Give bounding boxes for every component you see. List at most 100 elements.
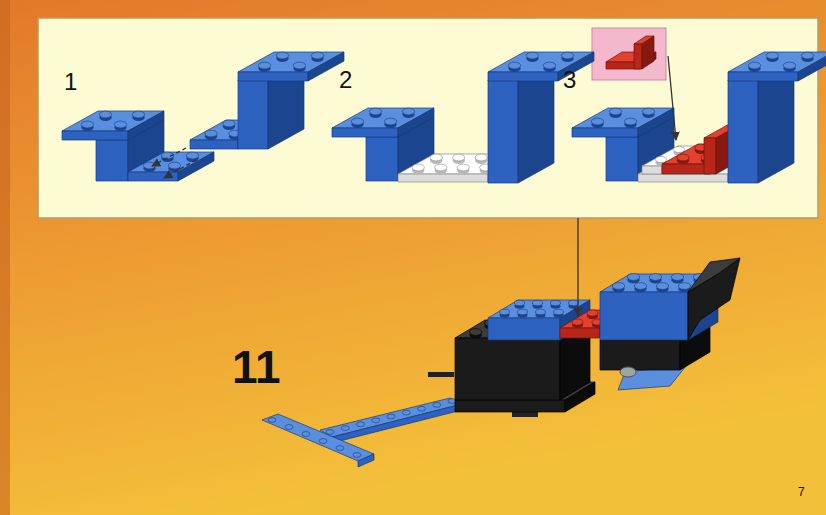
stud [526, 52, 538, 59]
stud [748, 62, 760, 69]
stud [572, 319, 583, 325]
stud [302, 432, 310, 437]
stud [132, 111, 144, 118]
stud [656, 283, 668, 290]
stud [186, 152, 198, 159]
brick-face [238, 80, 268, 149]
stud [402, 108, 414, 115]
brick-face [320, 398, 462, 437]
stud [561, 52, 573, 59]
step-number: 2 [339, 68, 352, 92]
stud [435, 164, 447, 171]
stud [205, 130, 217, 137]
stud [326, 430, 334, 435]
brick-face [728, 72, 798, 81]
stud [609, 108, 621, 115]
stud [387, 414, 395, 419]
brick-face [704, 138, 716, 174]
brick-face [308, 52, 344, 81]
brick-face [62, 131, 128, 140]
brick-face [560, 328, 600, 338]
stud [412, 164, 424, 171]
brick-face [606, 137, 638, 181]
stud [168, 162, 180, 169]
stud [475, 154, 487, 161]
axle-peg [512, 412, 538, 417]
page-number: 7 [798, 486, 805, 498]
stud [634, 283, 646, 290]
step-number: 1 [64, 70, 77, 94]
brick-face [238, 72, 308, 81]
stud [550, 300, 560, 306]
brick-face [688, 258, 740, 292]
stud [372, 418, 380, 423]
stud [276, 52, 288, 59]
stud [258, 62, 270, 69]
sub-assembly-panel [38, 18, 818, 218]
stud [624, 118, 636, 125]
stud [568, 300, 578, 306]
stud [514, 300, 524, 306]
step-number: 11 [232, 344, 281, 390]
brick-face [128, 111, 164, 140]
stud [587, 310, 598, 316]
brick-face [455, 338, 560, 400]
stud [508, 62, 520, 69]
stud [114, 121, 126, 128]
stud [543, 62, 555, 69]
stud [535, 309, 545, 315]
brick-face [798, 52, 826, 81]
step-number: 3 [563, 68, 576, 92]
stud [627, 274, 639, 281]
assembly-arrow [577, 218, 578, 316]
stud [418, 406, 426, 411]
brick-face [488, 80, 518, 183]
stud [430, 154, 442, 161]
stud [499, 309, 509, 315]
stud [469, 329, 481, 336]
stud [319, 439, 327, 444]
brick-face [332, 128, 398, 137]
brick-face [638, 174, 728, 182]
stud [336, 446, 344, 451]
stud [766, 52, 778, 59]
stud [649, 274, 661, 281]
stud [553, 309, 563, 315]
brick-face [398, 174, 488, 182]
stud [673, 146, 684, 152]
part-inset [592, 28, 666, 80]
stud [357, 422, 365, 427]
brick-face [332, 404, 462, 443]
stud [81, 121, 93, 128]
stud [671, 274, 683, 281]
assembly-arrow [668, 56, 676, 140]
brick-face [600, 340, 680, 370]
brick-face [128, 172, 178, 181]
stud [223, 120, 235, 127]
stud [311, 52, 323, 59]
brick-face [488, 72, 558, 81]
stud [453, 154, 465, 161]
brick-face [455, 400, 565, 412]
stud [612, 283, 624, 290]
wheel [620, 367, 636, 377]
brick-face [398, 108, 434, 137]
axle-peg [428, 372, 454, 377]
brick-drawings [62, 36, 826, 467]
stud [433, 402, 441, 407]
stud [384, 118, 396, 125]
stud [285, 425, 293, 430]
brick-face [572, 128, 638, 137]
brick-face [366, 137, 398, 181]
stud [369, 108, 381, 115]
stud [678, 283, 690, 290]
brick-face [728, 80, 758, 183]
stud [655, 156, 666, 162]
brick-face [190, 140, 238, 149]
brick-face [488, 318, 560, 340]
stud [402, 410, 410, 415]
stud [457, 164, 469, 171]
brick-face [688, 258, 740, 340]
stud [532, 300, 542, 306]
